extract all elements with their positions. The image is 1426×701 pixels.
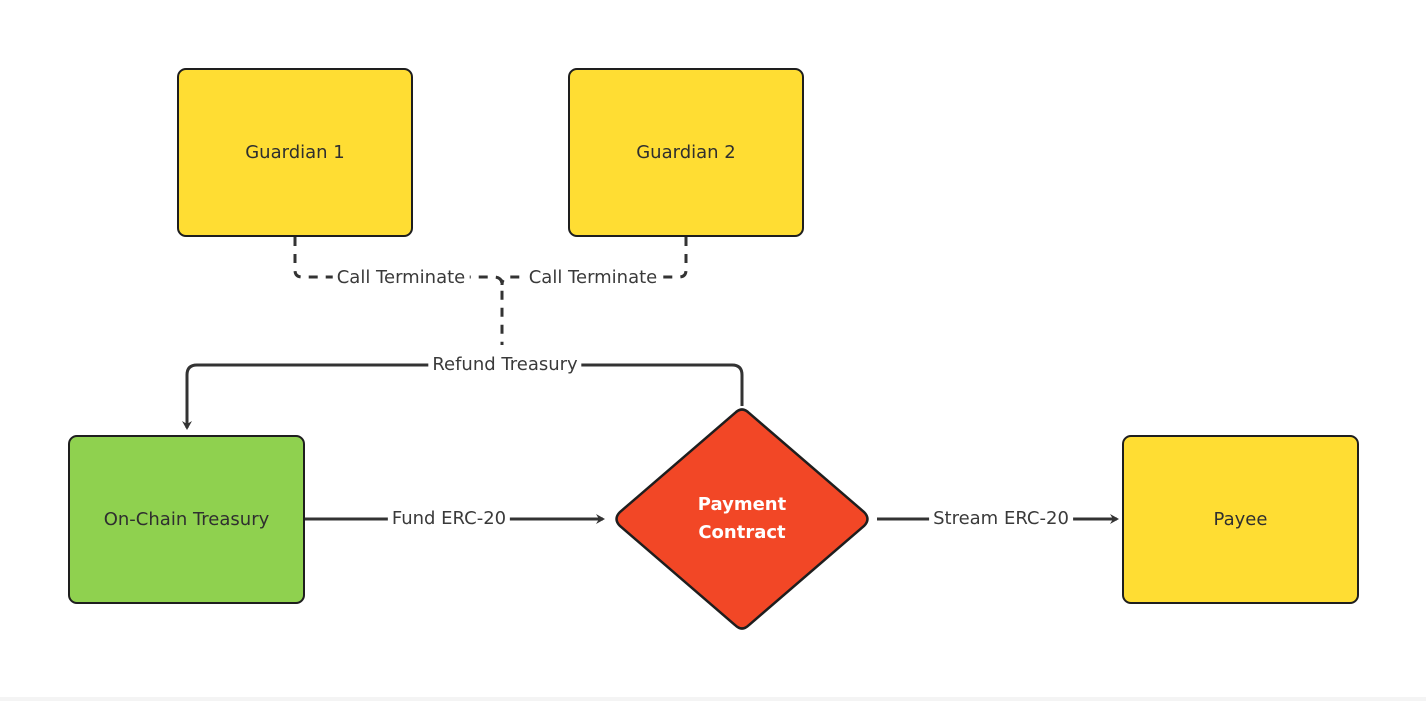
payee-node[interactable]: Payee bbox=[1122, 435, 1359, 604]
call-terminate-2-label: Call Terminate bbox=[524, 267, 662, 289]
call-terminate-2-connector[interactable] bbox=[500, 237, 688, 286]
fund-erc20-label: Fund ERC-20 bbox=[387, 508, 511, 530]
canvas-bottom-edge bbox=[0, 697, 1426, 701]
guardian-2-label: Guardian 2 bbox=[636, 142, 736, 163]
payment-contract-diamond[interactable] bbox=[615, 408, 869, 630]
guardian-2-node[interactable]: Guardian 2 bbox=[568, 68, 804, 237]
payment-contract-label: Payment Contract bbox=[662, 489, 822, 549]
payment-contract-label-line-1: Payment bbox=[697, 494, 787, 515]
on-chain-treasury-label: On-Chain Treasury bbox=[103, 509, 270, 530]
call-terminate-1-connector[interactable] bbox=[293, 237, 504, 345]
payment-contract-label-line-2: Contract bbox=[698, 522, 786, 543]
payee-label: Payee bbox=[1213, 509, 1268, 530]
guardian-1-label: Guardian 1 bbox=[245, 142, 345, 163]
call-terminate-1-label: Call Terminate bbox=[332, 267, 470, 289]
refund-treasury-label: Refund Treasury bbox=[428, 354, 582, 376]
on-chain-treasury-node[interactable]: On-Chain Treasury bbox=[68, 435, 305, 604]
guardian-1-node[interactable]: Guardian 1 bbox=[177, 68, 413, 237]
stream-erc20-label: Stream ERC-20 bbox=[929, 508, 1073, 530]
